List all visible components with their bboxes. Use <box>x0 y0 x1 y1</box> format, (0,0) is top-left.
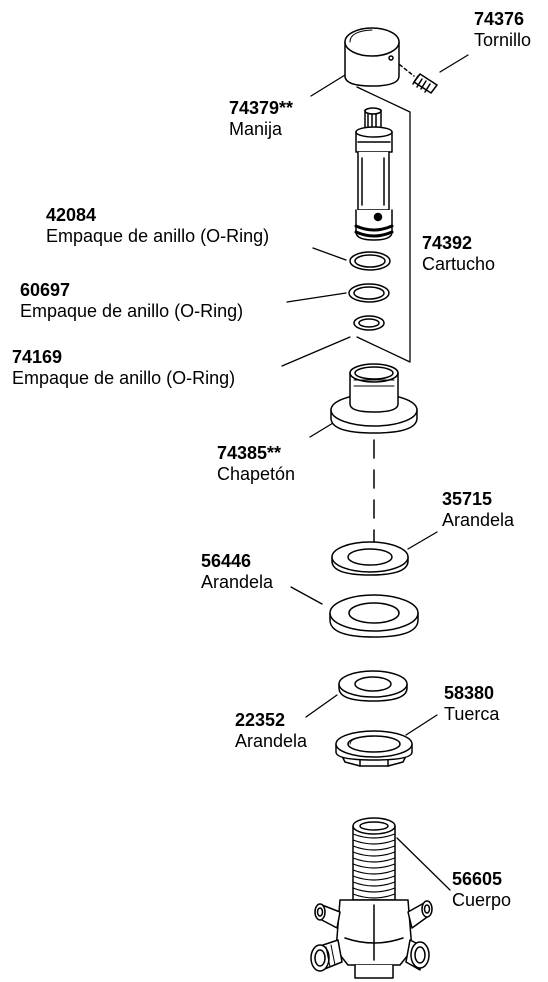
label-arandela-56446: 56446 Arandela <box>201 551 273 593</box>
part-number: 56446 <box>201 551 252 571</box>
label-tuerca: 58380 Tuerca <box>444 683 499 725</box>
part-name: Arandela <box>235 731 308 751</box>
part-number: 74379** <box>229 98 294 118</box>
part-name: Chapetón <box>217 464 296 484</box>
part-number: 74392 <box>422 233 473 253</box>
label-manija: 74379** Manija <box>229 98 293 140</box>
leader-lines <box>281 54 469 891</box>
label-arandela-35715: 35715 Arandela <box>442 489 514 531</box>
part-number: 35715 <box>442 489 493 509</box>
label-chapeton: 74385** Chapetón <box>217 443 295 485</box>
part-name: Arandela <box>442 510 515 530</box>
label-oring-60697: 60697 Empaque de anillo (O-Ring) <box>20 280 243 322</box>
arandela-56446-part <box>329 594 419 638</box>
label-oring-74169: 74169 Empaque de anillo (O-Ring) <box>12 347 235 389</box>
oring-74169-part <box>353 315 385 331</box>
oring-42084-part <box>349 251 391 271</box>
arandela-22352-part <box>338 670 408 702</box>
part-name: Tornillo <box>474 30 532 50</box>
part-number: 22352 <box>235 710 286 730</box>
part-name: Cuerpo <box>452 890 512 910</box>
part-name: Manija <box>229 119 283 139</box>
arandela-35715-part <box>331 541 409 576</box>
part-number: 74169 <box>12 347 63 367</box>
manija-part <box>344 27 400 87</box>
part-name: Empaque de anillo (O-Ring) <box>46 226 270 246</box>
part-name: Empaque de anillo (O-Ring) <box>20 301 244 321</box>
tuerca-part <box>335 730 413 767</box>
label-arandela-22352: 22352 Arandela <box>235 710 307 752</box>
part-name: Cartucho <box>422 254 496 274</box>
part-number: 60697 <box>20 280 71 300</box>
part-name: Tuerca <box>444 704 500 724</box>
part-name: Empaque de anillo (O-Ring) <box>12 368 236 388</box>
chapeton-part <box>330 363 418 434</box>
label-oring-42084: 42084 Empaque de anillo (O-Ring) <box>46 205 269 247</box>
part-number: 58380 <box>444 683 495 703</box>
label-tornillo: 74376 Tornillo <box>474 9 531 51</box>
tornillo-part <box>394 60 438 94</box>
part-number: 74376 <box>474 9 525 29</box>
part-number: 56605 <box>452 869 503 889</box>
cuerpo-part <box>310 817 433 979</box>
cartucho-part <box>354 107 394 241</box>
oring-60697-part <box>348 283 390 303</box>
part-number: 42084 <box>46 205 97 225</box>
part-number: 74385** <box>217 443 282 463</box>
label-cartucho: 74392 Cartucho <box>422 233 495 275</box>
label-cuerpo: 56605 Cuerpo <box>452 869 511 911</box>
part-name: Arandela <box>201 572 274 592</box>
